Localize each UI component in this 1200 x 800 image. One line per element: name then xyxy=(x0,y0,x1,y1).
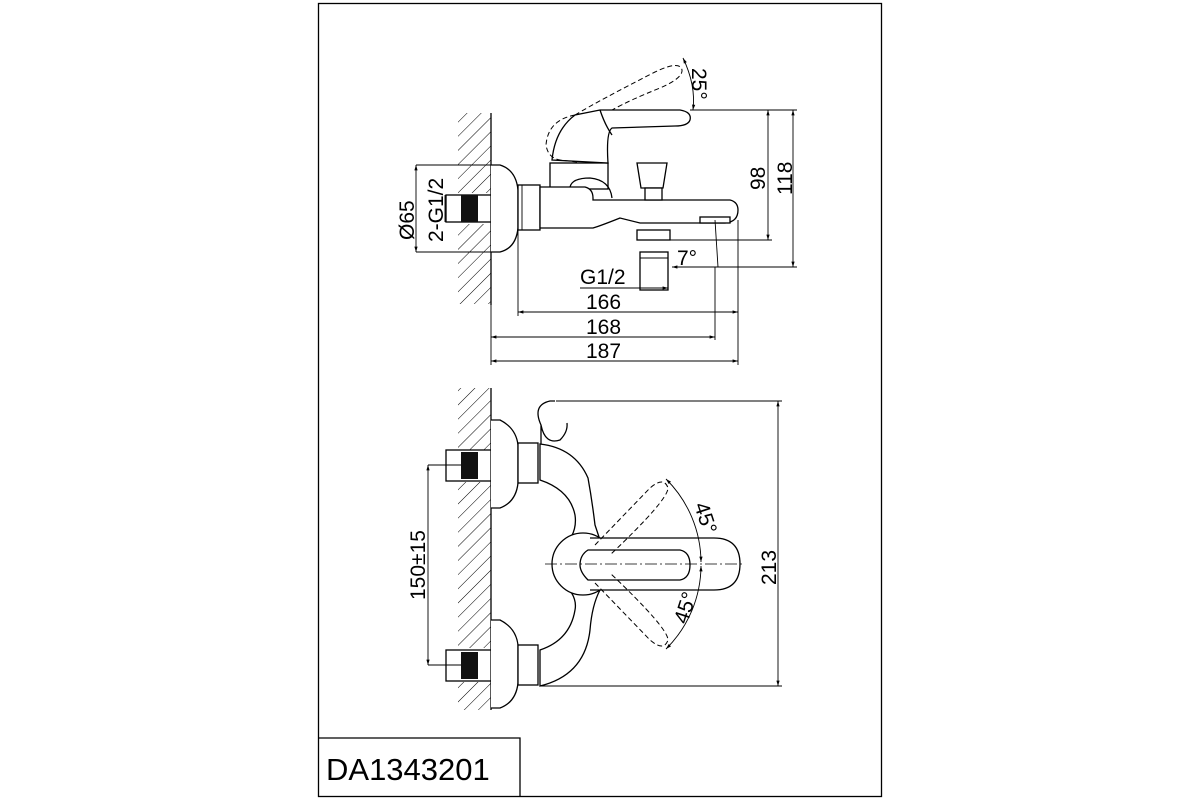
dim-168: 168 xyxy=(586,316,621,339)
nut-lower xyxy=(517,644,539,686)
handle-lever xyxy=(579,549,691,581)
dim-angle-7: 7° xyxy=(677,247,697,270)
cartridge-housing xyxy=(549,162,609,190)
escutcheon xyxy=(491,164,519,253)
diverter-knob xyxy=(636,162,668,189)
dim-98: 98 xyxy=(747,167,770,190)
handle-lifted-dashed xyxy=(574,65,683,116)
title-block: DA1343201 xyxy=(318,737,521,797)
escutcheon-upper xyxy=(491,419,519,509)
shower-hook xyxy=(537,400,568,444)
wall-hatch xyxy=(458,113,492,305)
top-view: 45° 45° 213 150±15 xyxy=(407,388,782,710)
nut xyxy=(517,184,541,231)
dim-213: 213 xyxy=(758,550,781,585)
escutcheon-lower xyxy=(491,619,519,709)
drawing-frame xyxy=(317,2,883,798)
inlet-fitting xyxy=(445,194,492,223)
bottom-outlet xyxy=(636,229,671,241)
spout-body xyxy=(539,186,739,229)
dim-inlet-thread: 2-G1/2 xyxy=(425,178,448,242)
dim-166: 166 xyxy=(586,291,621,314)
dim-118: 118 xyxy=(774,162,797,195)
handle-lever xyxy=(551,109,691,164)
dim-angle-45-up: 45° xyxy=(689,499,721,536)
model-number: DA1343201 xyxy=(326,752,490,787)
side-view: 25° 98 118 Ø65 2-G1/2 G1/2 7° 166 168 18… xyxy=(396,57,797,365)
wall-hatch xyxy=(458,388,492,710)
dim-outlet-thread: G1/2 xyxy=(580,266,626,289)
nut-upper xyxy=(517,442,539,484)
dim-diameter-65: Ø65 xyxy=(396,200,419,240)
dim-angle-25: 25° xyxy=(687,68,710,100)
dim-150-tolerance: 150±15 xyxy=(407,530,430,600)
dim-187: 187 xyxy=(586,340,621,363)
inlet-fittings xyxy=(445,449,492,682)
dimension-lines xyxy=(414,57,797,365)
dimension-lines xyxy=(426,400,782,687)
dim-angle-45-down: 45° xyxy=(670,589,702,626)
